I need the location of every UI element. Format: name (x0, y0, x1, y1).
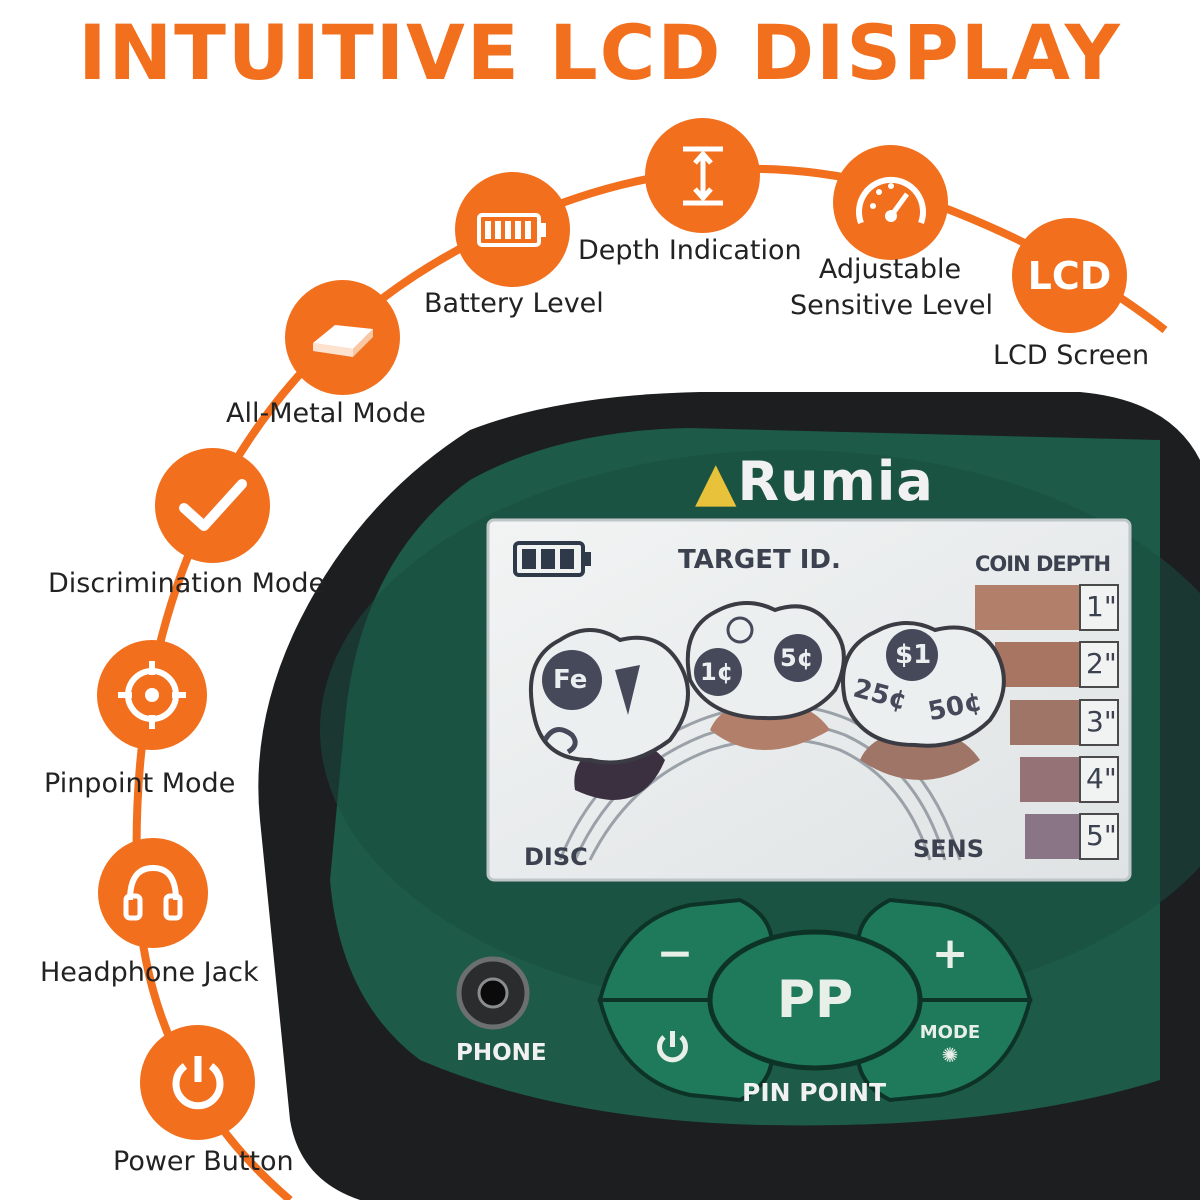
power-icon (172, 1055, 223, 1109)
feature-circle-discrimination (155, 448, 270, 563)
feature-circle-depth (645, 118, 760, 233)
depth-level-5: 5" (1086, 819, 1117, 852)
depth-arrow-icon (682, 146, 723, 205)
battery-icon (476, 212, 546, 247)
depth-level-3: 3" (1086, 705, 1117, 738)
page-title: INTUITIVE LCD DISPLAY (78, 8, 1122, 97)
headphones-icon (123, 864, 183, 921)
label-adjustable-sensitivity: Adjustable Sensitive Level (790, 252, 993, 324)
lcd-sens-label: SENS (913, 835, 985, 863)
mode-button-label: MODE (919, 1022, 981, 1043)
plus-button-label: + (931, 928, 969, 979)
mode-button[interactable]: MODE ✺ (915, 1022, 985, 1067)
lcd-1-dollar-label: $1 (895, 640, 932, 670)
feature-circle-pinpoint (97, 640, 207, 750)
metal-bar-icon (312, 324, 373, 357)
label-lcd-screen: LCD Screen (993, 340, 1150, 371)
coin-depth-bars (975, 584, 1119, 860)
lcd-disc-label: DISC (524, 843, 588, 871)
high-value-cloud (841, 620, 1006, 780)
phone-jack (456, 956, 530, 1030)
feature-circle-sensitivity (833, 145, 948, 260)
label-pinpoint-mode: Pinpoint Mode (44, 768, 236, 799)
feature-circle-battery (455, 172, 570, 287)
power-icon (657, 1031, 688, 1063)
feature-circle-lcd: LCD (1012, 218, 1127, 333)
plus-button[interactable]: + (920, 928, 980, 983)
crosshair-icon (118, 661, 186, 729)
depth-level-2: 2" (1086, 647, 1117, 680)
phone-label: PHONE (456, 1040, 547, 1066)
light-icon: ✺ (941, 1043, 959, 1067)
lcd-1c-label: 1¢ (700, 658, 734, 686)
coin-cloud (685, 600, 846, 750)
minus-button-label: − (656, 928, 694, 979)
depth-level-1: 1" (1086, 590, 1117, 623)
lcd-target-id: TARGET ID. (678, 545, 841, 575)
pinpoint-button-label: PP (776, 970, 854, 1030)
pin-point-caption: PIN POINT (742, 1078, 887, 1107)
button-cluster (597, 897, 1033, 1103)
checkmark-icon (178, 478, 247, 531)
minus-button[interactable]: − (645, 928, 705, 983)
pinpoint-button[interactable]: PP (755, 970, 875, 1030)
brand-logo: ▲Rumia (695, 450, 934, 513)
label-all-metal-mode: All-Metal Mode (226, 398, 426, 429)
label-power-button: Power Button (113, 1146, 294, 1177)
lcd-coin-depth: COIN DEPTH (975, 552, 1111, 576)
feature-circle-headphones (98, 838, 208, 948)
label-headphone-jack: Headphone Jack (40, 957, 259, 988)
label-discrimination-mode: Discrimination Mode (48, 568, 326, 599)
label-battery-level: Battery Level (424, 288, 604, 319)
lcd-fe-label: Fe (553, 665, 588, 695)
label-depth-indication: Depth Indication (578, 235, 802, 266)
power-button[interactable] (650, 1025, 695, 1070)
iron-cloud (528, 628, 690, 800)
label-adjustable-line1: Adjustable (818, 254, 962, 285)
feature-circle-power (140, 1025, 255, 1140)
feature-circle-all-metal (285, 280, 400, 395)
label-adjustable-line2: Sensitive Level (790, 290, 993, 321)
depth-level-4: 4" (1086, 762, 1117, 795)
gauge-icon (855, 176, 926, 224)
lcd-5c-label: 5¢ (780, 644, 814, 672)
lcd-icon: LCD (1027, 253, 1112, 298)
